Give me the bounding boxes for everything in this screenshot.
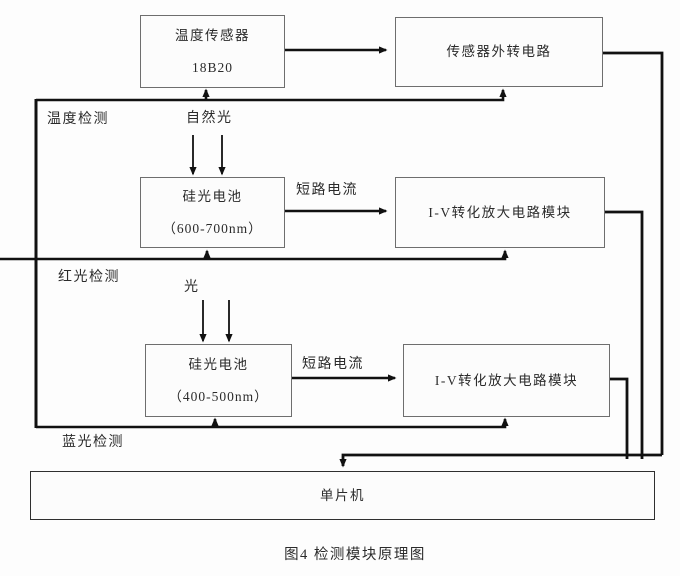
node-temp-sensor: 温度传感器 18B20 <box>140 15 285 88</box>
photocell-red-label: 硅光电池 <box>182 189 243 204</box>
light-label: 光 <box>184 280 200 295</box>
line-red-section-divider <box>0 249 509 261</box>
node-sensor-circuit: 传感器外转电路 <box>395 17 603 87</box>
photocell-blue-range: （400-500nm） <box>168 388 269 404</box>
iv-module-blue-label: I-V转化放大电路模块 <box>434 372 579 388</box>
node-iv-module-red: I-V转化放大电路模块 <box>395 177 605 248</box>
node-iv-module-blue: I-V转化放大电路模块 <box>403 344 610 417</box>
figure-caption: 图4 检测模块原理图 <box>284 547 426 563</box>
iv-module-red-label: I-V转化放大电路模块 <box>428 204 572 220</box>
node-photocell-red: 硅光电池 （600-700nm） <box>140 177 285 248</box>
section-label-temp: 温度检测 <box>47 112 109 127</box>
route-iv-blue-to-mcu <box>610 377 629 459</box>
node-photocell-blue: 硅光电池 （400-500nm） <box>145 344 292 417</box>
route-circuit-to-mcu <box>603 51 664 455</box>
short-circuit-current-label-red: 短路电流 <box>296 183 358 198</box>
temp-sensor-label: 温度传感器 <box>175 28 250 43</box>
node-mcu: 单片机 <box>30 471 655 520</box>
section-label-red: 红光检测 <box>58 270 120 285</box>
section-label-blue: 蓝光检测 <box>62 435 124 450</box>
natural-light-label: 自然光 <box>186 111 233 126</box>
line-blue-section-bottom <box>36 417 509 429</box>
sensor-circuit-label: 传感器外转电路 <box>446 44 552 60</box>
line-temp-section-top <box>36 88 507 102</box>
route-iv-red-to-mcu <box>605 210 644 459</box>
temp-sensor-model: 18B20 <box>191 59 233 75</box>
photocell-red-range: （600-700nm） <box>162 220 263 236</box>
mcu-label: 单片机 <box>320 487 365 503</box>
photocell-blue-label: 硅光电池 <box>188 357 249 372</box>
arrow-bus-into-mcu <box>339 453 662 468</box>
short-circuit-current-label-blue: 短路电流 <box>302 357 364 372</box>
